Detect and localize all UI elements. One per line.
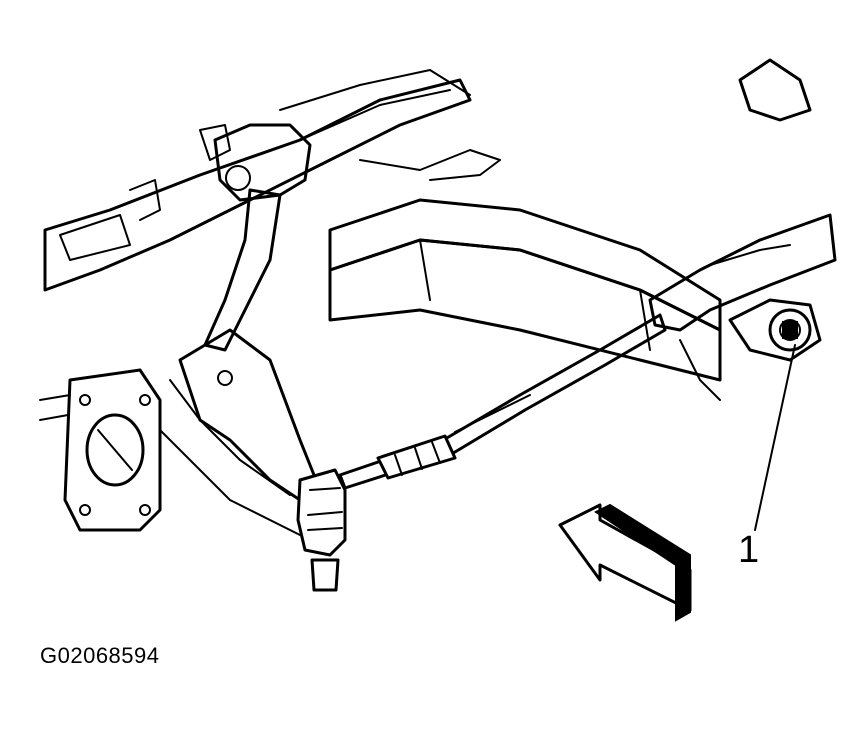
lower-control-arm xyxy=(169,328,322,502)
upper-control-arm xyxy=(199,123,312,352)
frame-rail-right xyxy=(648,58,837,401)
frame-rail-rear xyxy=(43,69,472,292)
steering-knuckle xyxy=(39,368,311,541)
callout-label: 1 xyxy=(738,529,759,571)
tie-rod-inner-end xyxy=(768,308,812,352)
callout-1: 1 xyxy=(738,344,796,571)
figure-id: G02068594 xyxy=(40,643,160,668)
front-direction-arrow xyxy=(558,503,692,622)
crossmember xyxy=(328,149,722,382)
outer-tie-rod-end xyxy=(296,468,347,592)
tie-rod xyxy=(338,313,667,490)
